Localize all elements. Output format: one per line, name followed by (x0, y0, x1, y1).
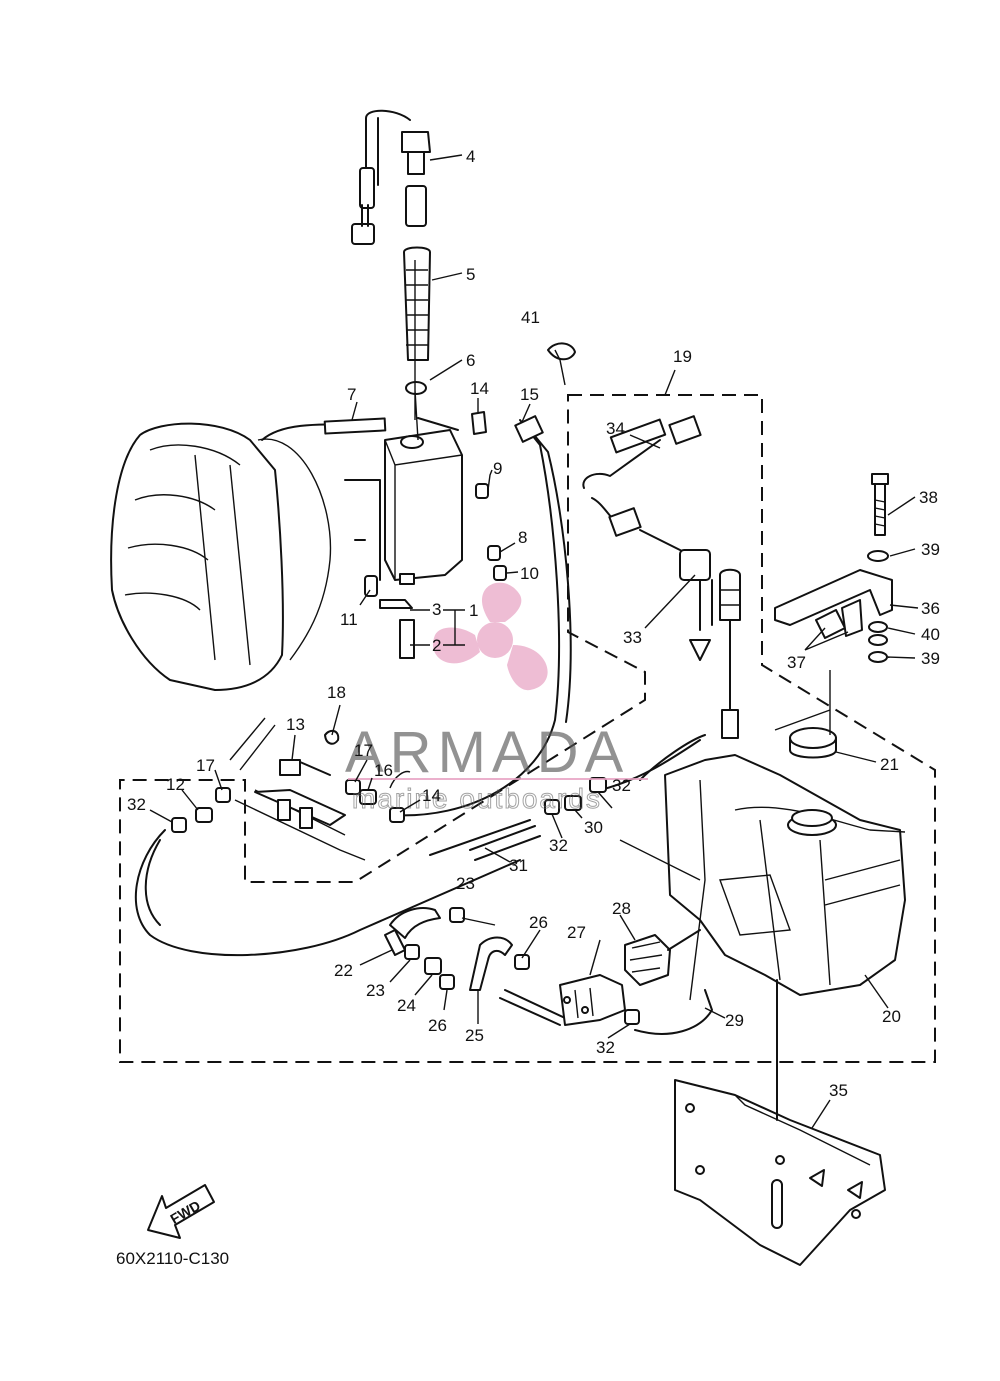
callout-12: 12 (166, 775, 185, 794)
callout-6: 6 (466, 351, 475, 370)
callout-41: 41 (521, 308, 540, 327)
callout-labels: 4 5 6 7 14 15 41 9 8 10 3 1 2 11 18 13 1… (127, 147, 940, 1100)
callout-26-lower: 26 (428, 1016, 447, 1035)
reference-lines (389, 260, 831, 1001)
hose-system (134, 729, 713, 1035)
callout-23-lower: 23 (366, 981, 385, 1000)
sub-oil-tank (261, 417, 463, 659)
callout-15: 15 (520, 385, 539, 404)
callout-14-upper: 14 (470, 379, 489, 398)
bracket-hardware (774, 473, 893, 663)
callout-28: 28 (612, 899, 631, 918)
fwd-arrow-icon: FWD (147, 1184, 215, 1239)
callout-17-right: 17 (354, 741, 373, 760)
callout-16: 16 (374, 761, 393, 780)
assembly-19-outline (119, 394, 936, 1063)
watermark-brand: ARMADA (345, 720, 629, 785)
oil-level-gauge (351, 109, 431, 395)
callout-24: 24 (397, 996, 416, 1015)
oil-pump (559, 929, 701, 1026)
callout-27: 27 (567, 923, 586, 942)
callout-37: 37 (787, 653, 806, 672)
callout-7: 7 (347, 385, 356, 404)
lower-mount-bracket (229, 717, 366, 861)
assembly-outlines (119, 394, 936, 1063)
intake-silencer (110, 422, 332, 691)
callout-18: 18 (327, 683, 346, 702)
callout-39-upper: 39 (921, 540, 940, 559)
callout-22: 22 (334, 961, 353, 980)
callout-30: 30 (584, 818, 603, 837)
callout-13: 13 (286, 715, 305, 734)
small-fittings (344, 342, 576, 609)
callout-8: 8 (518, 528, 527, 547)
callout-1: 1 (469, 601, 478, 620)
hose-15 (389, 415, 572, 817)
callout-21: 21 (880, 755, 899, 774)
callout-14-lower: 14 (422, 786, 441, 805)
callout-10: 10 (520, 564, 539, 583)
callout-9: 9 (493, 459, 502, 478)
callout-31: 31 (509, 856, 528, 875)
callout-17-left: 17 (196, 756, 215, 775)
callout-11: 11 (340, 610, 358, 629)
leader-lines (149, 154, 919, 1129)
callout-32-bottom: 32 (596, 1038, 615, 1057)
diagram-code: 60X2110-C130 (116, 1249, 229, 1268)
main-oil-tank (664, 727, 906, 996)
callout-32-left: 32 (127, 795, 146, 814)
callout-19: 19 (673, 347, 692, 366)
callout-33: 33 (623, 628, 642, 647)
callout-5: 5 (466, 265, 475, 284)
callout-26-upper: 26 (529, 913, 548, 932)
callout-32-right-upper: 32 (612, 776, 631, 795)
callout-40: 40 (921, 625, 940, 644)
callout-25: 25 (465, 1026, 484, 1045)
tank-bracket (674, 979, 886, 1266)
callout-32-right-lower: 32 (549, 836, 568, 855)
callout-34: 34 (606, 419, 625, 438)
watermark-tagline: marine outboards (352, 783, 602, 814)
callout-29: 29 (725, 1011, 744, 1030)
callout-20: 20 (882, 1007, 901, 1026)
callout-3: 3 (432, 600, 441, 619)
callout-38: 38 (919, 488, 938, 507)
callout-35: 35 (829, 1081, 848, 1100)
callout-2: 2 (432, 636, 441, 655)
callout-4: 4 (466, 147, 475, 166)
callout-39-lower: 39 (921, 649, 940, 668)
propeller-logo-icon (433, 582, 548, 691)
callout-23-upper: 23 (456, 874, 475, 893)
callout-36: 36 (921, 599, 940, 618)
